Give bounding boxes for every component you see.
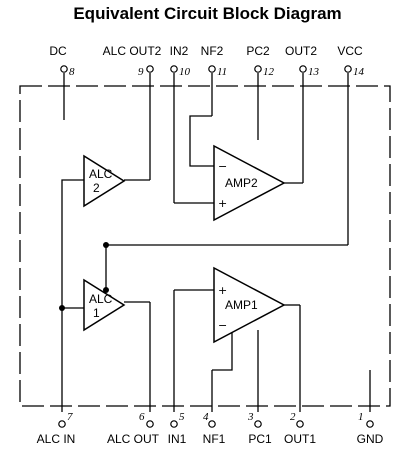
pin-pad bbox=[366, 420, 374, 428]
alc1-block bbox=[83, 278, 126, 332]
pin-pad bbox=[344, 65, 352, 73]
pin-name: ALC IN bbox=[37, 432, 76, 446]
pin-number: 10 bbox=[179, 66, 191, 78]
pin-name: ALC OUT2 bbox=[103, 44, 162, 58]
pin-number: 8 bbox=[69, 66, 75, 78]
pin-14: VCC 14 bbox=[337, 44, 364, 78]
alc2-in-wire bbox=[61, 179, 84, 308]
pin-name: GND bbox=[357, 432, 384, 446]
pin-7: 7 ALC IN bbox=[37, 411, 76, 446]
pin-name: IN2 bbox=[170, 44, 189, 58]
pin-pad bbox=[208, 65, 216, 73]
pin-number: 14 bbox=[353, 66, 365, 78]
pin-name: ALC OUT bbox=[107, 432, 160, 446]
pin-number: 13 bbox=[308, 66, 320, 78]
pin-pad bbox=[170, 420, 178, 428]
alc2-block bbox=[83, 154, 126, 208]
amp1-minus-sign: − bbox=[218, 319, 227, 332]
alc2-label: ALC bbox=[89, 167, 113, 181]
pin-6: 6 ALC OUT bbox=[107, 411, 160, 446]
pin-name: NF2 bbox=[201, 44, 224, 58]
pin-4: 4 NF1 bbox=[203, 411, 226, 446]
pin-1: 1 GND bbox=[357, 411, 384, 446]
pin-3: 3 PC1 bbox=[247, 411, 272, 446]
pin-name: PC1 bbox=[248, 432, 272, 446]
pin-number: 3 bbox=[247, 411, 254, 423]
pin-pad bbox=[60, 65, 68, 73]
pin-pad bbox=[146, 420, 154, 428]
pin-12: PC2 12 bbox=[246, 44, 274, 78]
pin-name: VCC bbox=[337, 44, 363, 58]
pin-pad bbox=[299, 65, 307, 73]
amp1-plus-sign: + bbox=[218, 284, 227, 297]
pin-8: DC 8 bbox=[49, 44, 75, 78]
pin-5: 5 IN1 bbox=[168, 411, 187, 446]
amp2-block bbox=[213, 144, 286, 222]
alc1-number: 1 bbox=[93, 306, 100, 320]
diagram-title: Equivalent Circuit Block Diagram bbox=[73, 4, 342, 23]
alc1-label: ALC bbox=[89, 292, 113, 306]
alc2-number: 2 bbox=[93, 181, 100, 195]
pin-number: 11 bbox=[217, 66, 227, 78]
pin-pad bbox=[146, 65, 154, 73]
pin-number: 9 bbox=[138, 66, 144, 78]
pin-number: 12 bbox=[263, 66, 275, 78]
pin-name: PC2 bbox=[246, 44, 270, 58]
pin-name: OUT2 bbox=[285, 44, 317, 58]
pin-name: IN1 bbox=[168, 432, 187, 446]
pin-number: 2 bbox=[290, 411, 296, 423]
pin-number: 4 bbox=[203, 411, 209, 423]
amp2-plus-sign: + bbox=[218, 197, 227, 210]
pin-pad bbox=[170, 65, 178, 73]
ic-outline bbox=[19, 85, 391, 407]
amp1-label: AMP1 bbox=[225, 298, 258, 312]
pin-number: 5 bbox=[179, 411, 185, 423]
amp1-block bbox=[213, 266, 286, 344]
pin-pad bbox=[254, 65, 262, 73]
amp2-minus-sign: − bbox=[218, 160, 227, 173]
pin-number: 6 bbox=[139, 411, 145, 423]
pin-pad bbox=[296, 420, 304, 428]
pin-9: ALC OUT2 9 bbox=[103, 44, 162, 78]
pin-pad bbox=[254, 420, 262, 428]
junction-dot bbox=[103, 287, 109, 293]
pin-11: NF2 11 bbox=[201, 44, 228, 78]
pin-name: OUT1 bbox=[284, 432, 316, 446]
pin-10: IN2 10 bbox=[170, 44, 191, 78]
pin-pad bbox=[208, 420, 216, 428]
pin-2: 2 OUT1 bbox=[284, 411, 316, 446]
pin-number: 1 bbox=[358, 411, 364, 423]
junction-dot bbox=[59, 305, 65, 311]
pin-pad bbox=[58, 420, 66, 428]
pin-13: OUT2 13 bbox=[285, 44, 320, 78]
pin-name: NF1 bbox=[203, 432, 226, 446]
pin-number: 7 bbox=[67, 411, 73, 423]
pin-name: DC bbox=[49, 44, 67, 58]
amp2-label: AMP2 bbox=[225, 176, 258, 190]
junction-dot bbox=[103, 242, 109, 248]
amp2-nf-wire bbox=[189, 115, 214, 167]
